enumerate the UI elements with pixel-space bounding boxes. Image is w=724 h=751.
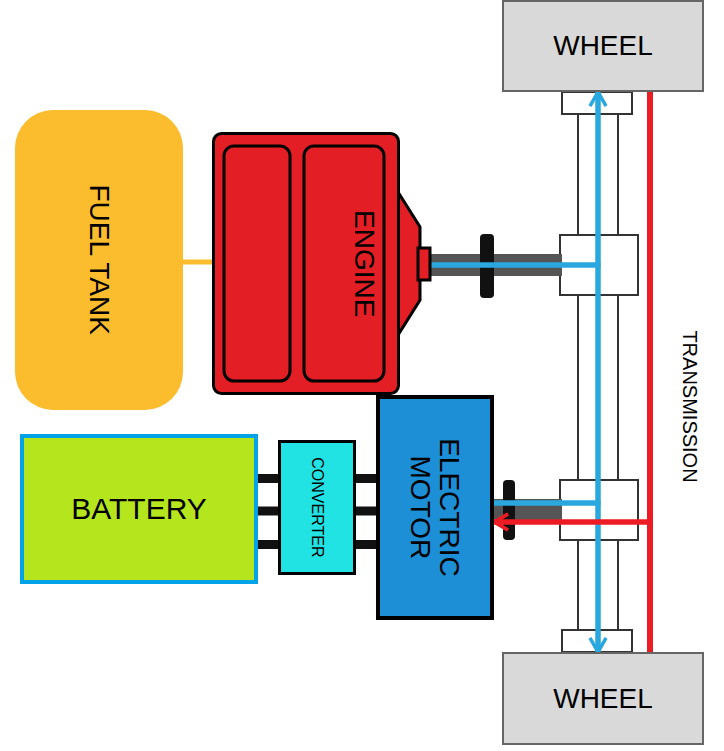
wire	[256, 540, 280, 549]
connector	[430, 92, 598, 265]
converter-box: CONVERTER	[278, 440, 356, 575]
wheel-box: WHEEL	[502, 0, 704, 92]
connector	[183, 260, 212, 265]
node-text: FUEL TANK	[84, 185, 113, 335]
node-text: ENGINE	[350, 210, 379, 317]
motor-disc	[503, 480, 515, 540]
node-text: WHEEL	[553, 31, 653, 60]
node-text: ELECTRIC MOTOR	[406, 423, 465, 593]
fuel-tank-box: FUEL TANK	[15, 110, 183, 410]
connector	[494, 92, 598, 503]
node-text: BATTERY	[71, 493, 207, 525]
connector	[494, 503, 598, 652]
wire	[354, 474, 378, 483]
label-text: TRANSMISSION	[679, 330, 700, 482]
node-text: WHEEL	[553, 684, 653, 713]
electric-motor-box: ELECTRIC MOTOR	[376, 395, 494, 620]
engine-outline	[212, 132, 430, 395]
engine-box: ENGINE	[212, 132, 430, 395]
wheel-box: WHEEL	[502, 652, 704, 745]
connector	[494, 92, 650, 522]
part-label: TRANSMISSION	[688, 405, 690, 407]
battery-box: BATTERY	[20, 434, 258, 584]
wire	[354, 540, 378, 549]
connector	[356, 507, 376, 516]
node-text: CONVERTER	[309, 457, 326, 557]
connector	[258, 507, 278, 516]
wire	[256, 474, 280, 483]
connector	[494, 522, 650, 652]
